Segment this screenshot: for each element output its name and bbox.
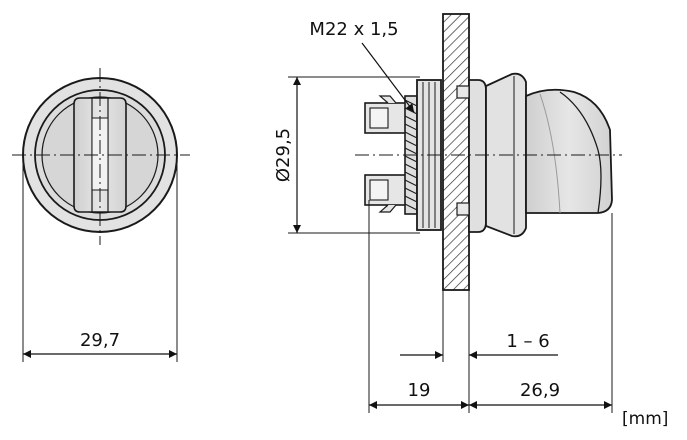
mounting-panel [442, 13, 470, 291]
thread-leader-line [361, 42, 415, 113]
front-depth-label: 26,9 [520, 380, 560, 401]
selector-knob-contour [559, 91, 602, 214]
front-bezel-side [468, 79, 487, 233]
selector-knob-side [525, 88, 613, 214]
panel-thickness-label: 1 – 6 [506, 331, 549, 352]
rear-terminal-lower [364, 174, 412, 213]
rear-terminal-upper [364, 95, 412, 134]
panel-clamp-lower [456, 202, 470, 216]
front-width-label: 29,7 [80, 330, 120, 351]
front-view: 29,7 [12, 68, 190, 362]
unit-label: [mm] [622, 409, 668, 429]
side-view: Ø29,5 M22 x 1,5 1 – 6 19 26,9 [273, 13, 622, 413]
knob-shading-line [539, 93, 561, 214]
thread-label: M22 x 1,5 [309, 19, 398, 40]
rear-depth-label: 19 [408, 380, 431, 401]
diameter-label: Ø29,5 [273, 128, 294, 182]
panel-clamp-upper [456, 85, 470, 99]
